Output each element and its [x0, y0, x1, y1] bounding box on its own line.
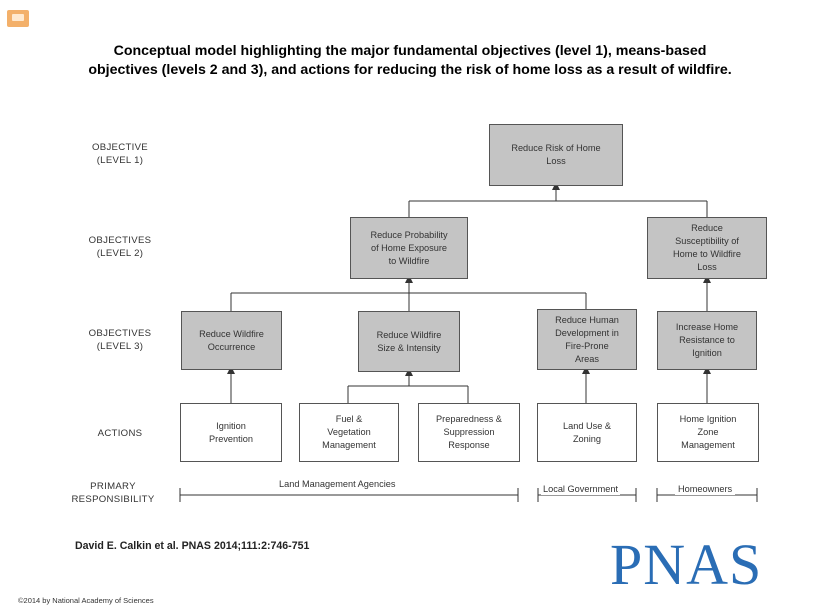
row-label-level2: OBJECTIVES (LEVEL 2) — [88, 235, 152, 259]
pnas-logo: PNAS — [610, 532, 763, 597]
resp-land-management: Land Management Agencies — [276, 478, 399, 490]
figure-title: Conceptual model highlighting the major … — [20, 42, 800, 80]
row-label-actions: ACTIONS — [97, 428, 143, 439]
action-land-use-zoning: Land Use & Zoning — [537, 403, 637, 462]
node-reduce-exposure: Reduce Probability of Home Exposure to W… — [350, 217, 468, 279]
row-label-level1: OBJECTIVE (LEVEL 1) — [91, 142, 148, 166]
citation: David E. Calkin et al. PNAS 2014;111:2:7… — [75, 540, 310, 552]
copyright: ©2014 by National Academy of Sciences — [18, 596, 154, 605]
resp-local-government: Local Government — [541, 483, 621, 495]
node-reduce-risk-home-loss: Reduce Risk of Home Loss — [489, 124, 623, 186]
title-line-1: Conceptual model highlighting the major … — [113, 43, 707, 59]
node-reduce-susceptibility: Reduce Susceptibility of Home to Wildfir… — [647, 217, 767, 279]
row-label-responsibility: PRIMARY RESPONSIBILITY — [71, 481, 155, 505]
action-ignition-prevention: Ignition Prevention — [180, 403, 282, 462]
action-fuel-vegetation: Fuel & Vegetation Management — [299, 403, 399, 462]
slide-icon — [7, 10, 29, 27]
node-reduce-development: Reduce Human Development in Fire-Prone A… — [537, 309, 637, 370]
node-reduce-size-intensity: Reduce Wildfire Size & Intensity — [358, 311, 460, 372]
action-preparedness-suppression: Preparedness & Suppression Response — [418, 403, 520, 462]
node-reduce-occurrence: Reduce Wildfire Occurrence — [181, 311, 282, 370]
node-increase-resistance: Increase Home Resistance to Ignition — [657, 311, 757, 370]
action-home-ignition-zone: Home Ignition Zone Management — [657, 403, 759, 462]
resp-homeowners: Homeowners — [675, 483, 736, 495]
row-label-level3: OBJECTIVES (LEVEL 3) — [88, 328, 152, 352]
title-line-2: objectives (levels 2 and 3), and actions… — [88, 62, 732, 78]
